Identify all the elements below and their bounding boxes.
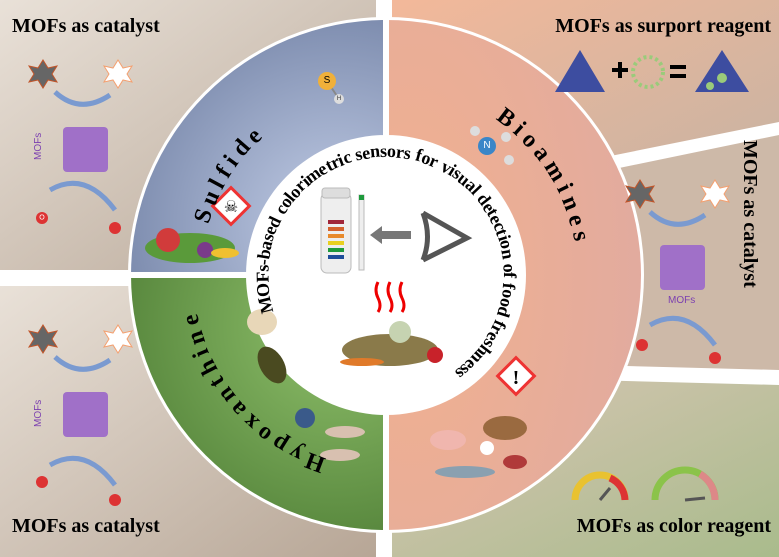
eye-icon [420,210,473,263]
mof-label-right: MOFs [668,295,696,306]
fruits-vegetables-icon [145,228,239,263]
svg-text:☠: ☠ [224,199,238,216]
catalyst-scheme-right [624,179,731,364]
mof-label-top-left: MOFs [33,132,44,160]
panel-title-right: MOFs as catalyst [739,140,761,288]
warning-hazard-icon: ! [495,355,537,397]
mof-label-bottom-left: MOFs [33,399,44,427]
panel-title-top-right: MOFs as surport reagent [555,15,771,37]
amine-molecule-icon [470,126,514,165]
hydrogen-atom-label: H [336,96,342,102]
toxic-hazard-icon: ☠ [210,185,252,227]
arrow-left-icon [370,226,411,244]
catalyst-scheme-top-left [27,59,134,234]
livestock-icon [430,416,527,478]
panel-title-top-left: MOFs as catalyst [12,15,160,37]
panel-title-bottom-right: MOFs as color reagent [576,515,771,537]
spoiled-food-icon [340,321,443,366]
sulfur-molecule-icon [318,72,344,104]
panel-title-bottom-left: MOFs as catalyst [12,515,160,537]
test-strip-bottle-icon [320,187,365,274]
catalyst-scheme-bottom-left [27,324,134,506]
gauge-icons [571,466,719,502]
center-circle [246,135,526,415]
support-reagent-scheme [555,50,749,92]
oxygen-atom-label: O [39,214,45,222]
nitrogen-atom-label: N [483,140,491,151]
sulfur-atom-label: S [323,75,331,86]
svg-text:!: ! [513,367,520,389]
heat-icon [374,281,406,313]
seafood-icon [247,309,365,461]
